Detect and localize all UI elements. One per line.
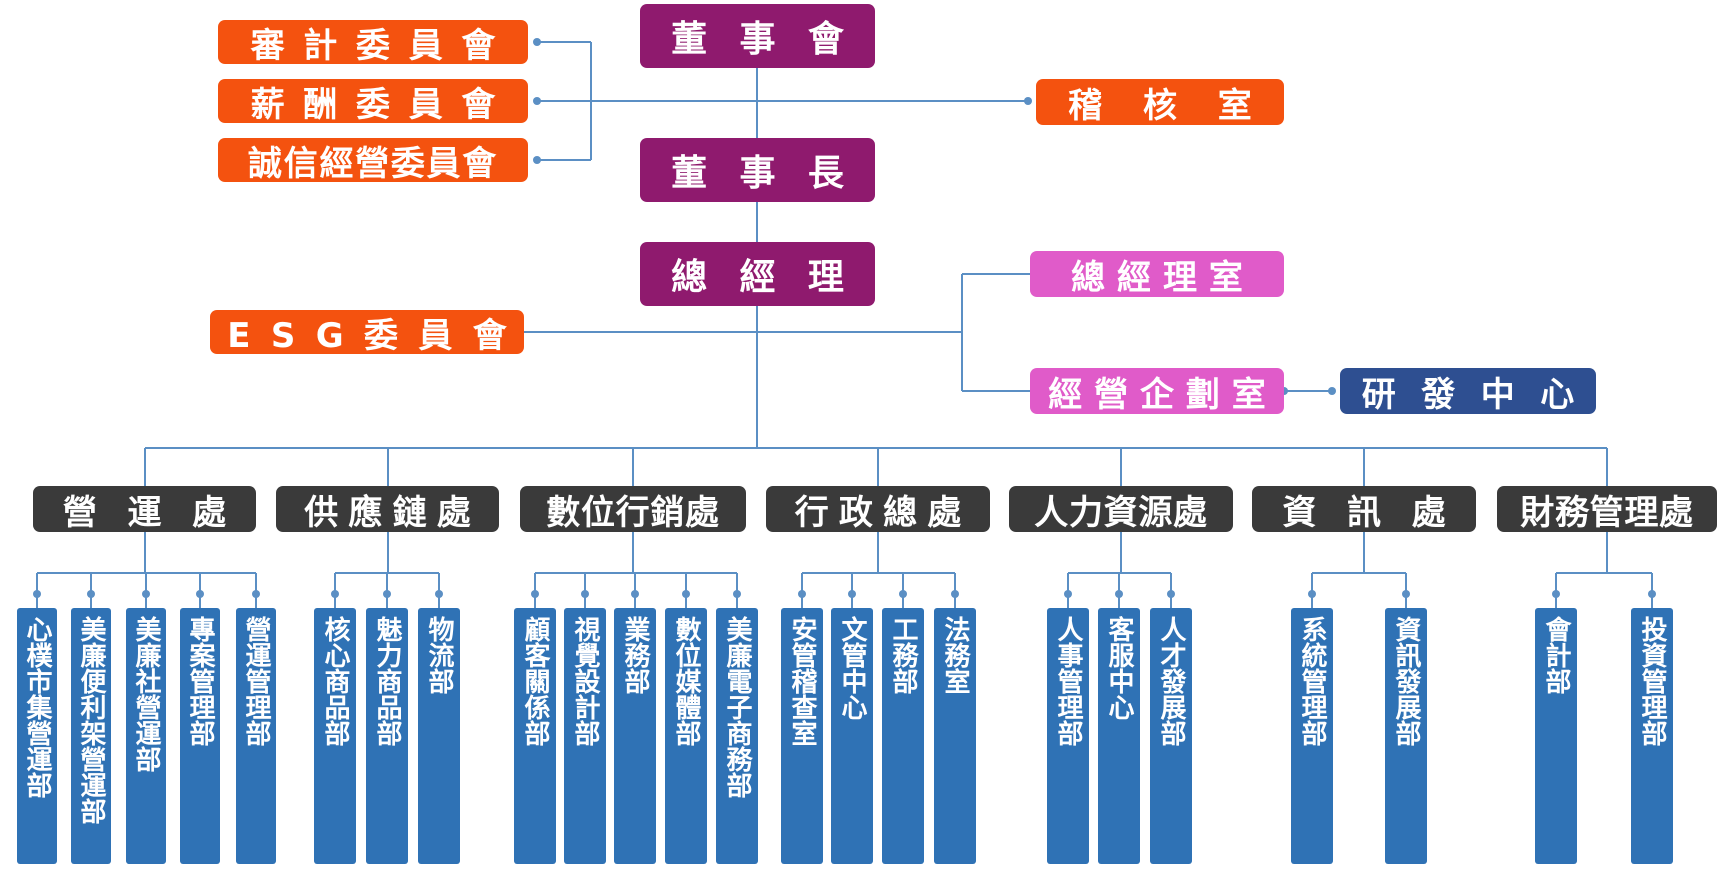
unit-box: 美廉便利架營運部 [71, 608, 111, 864]
connector-dot [1024, 97, 1032, 105]
audit-committee-box: 審計委員會 [218, 20, 528, 64]
division-operations: 營運處 [33, 486, 256, 532]
connector-dot [951, 590, 959, 598]
unit-box: 工務部 [882, 608, 924, 864]
unit-box: 核心商品部 [314, 608, 356, 864]
board-of-directors-box: 董事會 [640, 4, 875, 68]
rnd-center-box: 研發中心 [1340, 368, 1596, 414]
division-information: 資訊處 [1252, 486, 1476, 532]
connector-dot [196, 590, 204, 598]
division-supply-chain: 供應鏈處 [276, 486, 499, 532]
esg-committee-box: ESG委員會 [210, 310, 524, 354]
connector-dot [533, 156, 541, 164]
chairman-box: 董事長 [640, 138, 875, 202]
gm-office-box: 總經理室 [1030, 251, 1284, 297]
connector-dot [142, 590, 150, 598]
connector-dot [682, 590, 690, 598]
unit-box: 營運管理部 [236, 608, 276, 864]
unit-box: 美廉電子商務部 [716, 608, 758, 864]
connector-dot [252, 590, 260, 598]
connector-dot [798, 590, 806, 598]
connector-dot [87, 590, 95, 598]
connector-dot [1402, 590, 1410, 598]
unit-box: 投資管理部 [1631, 608, 1673, 864]
division-human-resources: 人力資源處 [1009, 486, 1233, 532]
connector-dot [533, 38, 541, 46]
unit-box: 資訊發展部 [1385, 608, 1427, 864]
connector-dot [531, 590, 539, 598]
unit-box: 視覺設計部 [564, 608, 606, 864]
general-manager-box: 總經理 [640, 242, 875, 306]
connector-dot [581, 590, 589, 598]
unit-box: 業務部 [614, 608, 656, 864]
connector-dot [33, 590, 41, 598]
remuneration-committee-box: 薪酬委員會 [218, 79, 528, 123]
connector-dot [435, 590, 443, 598]
connector-dot [1167, 590, 1175, 598]
unit-box: 專案管理部 [180, 608, 220, 864]
unit-box: 物流部 [418, 608, 460, 864]
connector-dot [1308, 590, 1316, 598]
division-finance: 財務管理處 [1497, 486, 1717, 532]
connector-dot [1552, 590, 1560, 598]
unit-box: 美廉社營運部 [126, 608, 166, 864]
connector-dot [733, 590, 741, 598]
connector-dot [1648, 590, 1656, 598]
connector-dot [1064, 590, 1072, 598]
unit-box: 安管稽查室 [781, 608, 823, 864]
unit-box: 法務室 [934, 608, 976, 864]
unit-box: 數位媒體部 [665, 608, 707, 864]
unit-box: 顧客關係部 [514, 608, 556, 864]
unit-box: 心樸市集營運部 [17, 608, 57, 864]
connector-dot [1328, 387, 1336, 395]
connector-dot [1115, 590, 1123, 598]
connector-dot [331, 590, 339, 598]
internal-audit-office-box: 稽核室 [1036, 79, 1284, 125]
business-planning-office-box: 經營企劃室 [1030, 368, 1284, 414]
unit-box: 客服中心 [1098, 608, 1140, 864]
connector-dot [383, 590, 391, 598]
connector-dot [533, 97, 541, 105]
connector-dot [848, 590, 856, 598]
unit-box: 魅力商品部 [366, 608, 408, 864]
division-digital-marketing: 數位行銷處 [520, 486, 746, 532]
unit-box: 人事管理部 [1047, 608, 1089, 864]
connector-dot [631, 590, 639, 598]
unit-box: 會計部 [1535, 608, 1577, 864]
division-administration: 行政總處 [766, 486, 990, 532]
unit-box: 文管中心 [831, 608, 873, 864]
unit-box: 人才發展部 [1150, 608, 1192, 864]
connector-dot [899, 590, 907, 598]
unit-box: 系統管理部 [1291, 608, 1333, 864]
integrity-committee-box: 誠信經營委員會 [218, 138, 528, 182]
